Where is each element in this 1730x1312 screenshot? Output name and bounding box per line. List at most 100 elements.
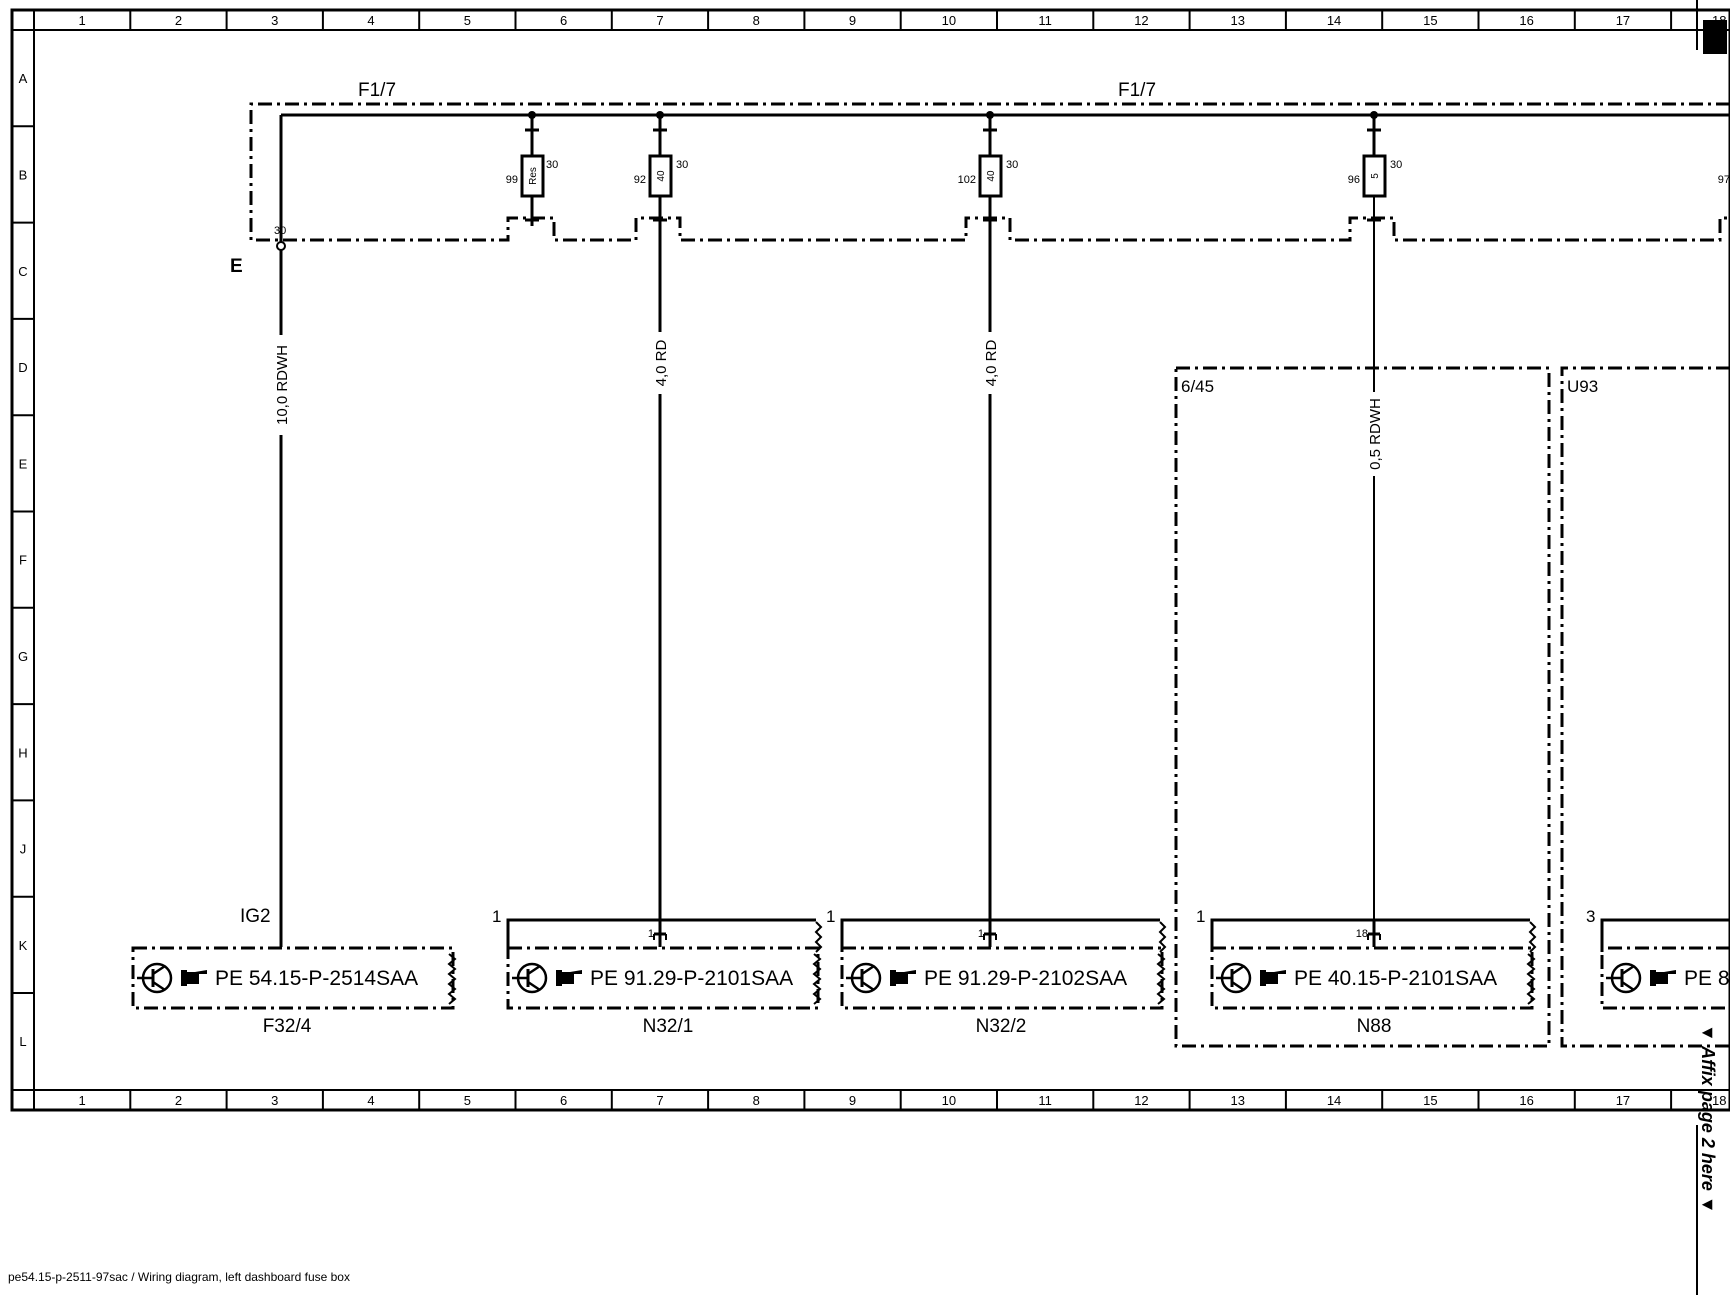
fuse-box-label-right: F1/7 bbox=[1118, 80, 1156, 101]
pointing-hand-icon bbox=[1650, 970, 1676, 986]
component-pin-label: 1 bbox=[826, 907, 835, 926]
grid-col-label: 10 bbox=[942, 1093, 956, 1108]
grid-col-label: 3 bbox=[271, 1093, 278, 1108]
transistor-icon bbox=[1606, 962, 1642, 994]
grid-row-label: L bbox=[19, 1034, 26, 1049]
fuse-rating: 40 bbox=[656, 170, 667, 182]
grid-col-label: 13 bbox=[1231, 13, 1245, 28]
grid-col-label: 13 bbox=[1231, 1093, 1245, 1108]
component-name: N32/1 bbox=[643, 1016, 694, 1037]
transistor-icon bbox=[846, 962, 882, 994]
grid-col-label: 17 bbox=[1616, 13, 1630, 28]
grid-col-label: 2 bbox=[175, 1093, 182, 1108]
grid-col-label: 8 bbox=[753, 1093, 760, 1108]
grid-col-label: 6 bbox=[560, 13, 567, 28]
grid-col-label: 8 bbox=[753, 13, 760, 28]
grid-col-label: 15 bbox=[1423, 1093, 1437, 1108]
fuse-102: 102 40 30 bbox=[958, 111, 1018, 222]
grid-col-label: 9 bbox=[849, 1093, 856, 1108]
component-pin-label: 1 bbox=[492, 907, 501, 926]
fuse-pin: 30 bbox=[1006, 159, 1018, 171]
grid-col-label: 4 bbox=[367, 13, 374, 28]
grid-col-label: 14 bbox=[1327, 1093, 1341, 1108]
grid-col-label: 7 bbox=[656, 1093, 663, 1108]
outer-frame bbox=[10, 8, 1730, 1112]
component-wire-pin: 1 bbox=[978, 928, 984, 940]
fuse-number: 92 bbox=[634, 174, 646, 186]
grid-row-label: E bbox=[19, 456, 28, 471]
fuse-rating: 5 bbox=[1370, 173, 1381, 179]
pointing-hand-icon bbox=[556, 970, 582, 986]
grid-col-label: 6 bbox=[560, 1093, 567, 1108]
wire-label-3: 4,0 RD bbox=[983, 339, 1000, 386]
component-reference: PE 91.29-P-2101SAA bbox=[590, 967, 793, 990]
fuse-number: 96 bbox=[1348, 174, 1360, 186]
zone-label-2: U93 bbox=[1567, 377, 1598, 396]
component-pin-label: 1 bbox=[1196, 907, 1205, 926]
grid-col-label: 1 bbox=[79, 1093, 86, 1108]
fuse-number: 102 bbox=[958, 174, 976, 186]
grid-col-label: 1 bbox=[79, 13, 86, 28]
grid-col-label: 5 bbox=[464, 13, 471, 28]
zone-6-45 bbox=[1174, 366, 1551, 1048]
grid-col-label: 18 bbox=[1712, 1093, 1726, 1108]
grid-col-label: 16 bbox=[1519, 13, 1533, 28]
component-1: IG2 PE 54.15-P-2514SAA F32/4 bbox=[131, 906, 457, 1037]
grid-row-label: B bbox=[19, 167, 28, 182]
grid-col-label: 5 bbox=[464, 1093, 471, 1108]
components: IG2 PE 54.15-P-2514SAA F32/4 1 1 PE 91.29-P-2… bbox=[131, 906, 1730, 1037]
grid-row-label: A bbox=[19, 71, 28, 86]
fuse-rating: 40 bbox=[986, 170, 997, 182]
pointing-hand-icon bbox=[890, 970, 916, 986]
fuse-number: 99 bbox=[506, 174, 518, 186]
component-5: 3 PE 8 bbox=[1586, 907, 1730, 1010]
grid-col-label: 11 bbox=[1038, 1093, 1052, 1108]
component-pin-label: IG2 bbox=[240, 906, 271, 927]
fuse-pin: 30 bbox=[546, 159, 558, 171]
component-2: 1 1 PE 91.29-P-2101SAA N32/1 bbox=[492, 907, 823, 1037]
wire-label-4: 0,5 RDWH bbox=[1367, 398, 1384, 470]
wire-label-1: 10,0 RDWH bbox=[274, 345, 291, 425]
pointing-hand-icon bbox=[181, 970, 207, 986]
component-reference: PE 54.15-P-2514SAA bbox=[215, 967, 418, 990]
transistor-icon bbox=[512, 962, 548, 994]
component-wire-pin: 1 bbox=[648, 928, 654, 940]
grid-row-label: J bbox=[20, 842, 27, 857]
grid-col-label: 15 bbox=[1423, 13, 1437, 28]
component-name: N32/2 bbox=[976, 1016, 1027, 1037]
grid-col-label: 16 bbox=[1519, 1093, 1533, 1108]
zone-u93 bbox=[1560, 366, 1730, 1048]
grid-row-label: H bbox=[18, 745, 27, 760]
affix-note: ▼ Affix page 2 here ▼ bbox=[1698, 1024, 1718, 1214]
component-name: F32/4 bbox=[263, 1016, 312, 1037]
grid-col-label: 2 bbox=[175, 13, 182, 28]
fuse-96: 96 5 30 bbox=[1348, 111, 1402, 222]
fuse-box-letter: E bbox=[230, 256, 243, 277]
transistor-icon bbox=[137, 962, 173, 994]
grid-col-label: 17 bbox=[1616, 1093, 1630, 1108]
fuse-pin: 30 bbox=[1390, 159, 1402, 171]
fuse-box-label-left: F1/7 bbox=[358, 80, 396, 101]
grid-row-label: C bbox=[18, 264, 27, 279]
fuse-pin: 30 bbox=[676, 159, 688, 171]
component-pin-label: 3 bbox=[1586, 907, 1595, 926]
pointing-hand-icon bbox=[1260, 970, 1286, 986]
feed-connector bbox=[276, 241, 286, 251]
grid-row-label: F bbox=[19, 553, 27, 568]
grid-row-label: G bbox=[18, 649, 28, 664]
grid-col-label: 3 bbox=[271, 13, 278, 28]
feed-pin: 30 bbox=[274, 225, 286, 237]
grid-col-label: 7 bbox=[656, 13, 663, 28]
component-name: N88 bbox=[1357, 1016, 1392, 1037]
grid-col-label: 11 bbox=[1038, 13, 1052, 28]
grid-col-label: 10 bbox=[942, 13, 956, 28]
grid-col-label: 12 bbox=[1134, 13, 1148, 28]
component-reference: PE 8 bbox=[1684, 967, 1730, 990]
grid-col-label: 9 bbox=[849, 13, 856, 28]
